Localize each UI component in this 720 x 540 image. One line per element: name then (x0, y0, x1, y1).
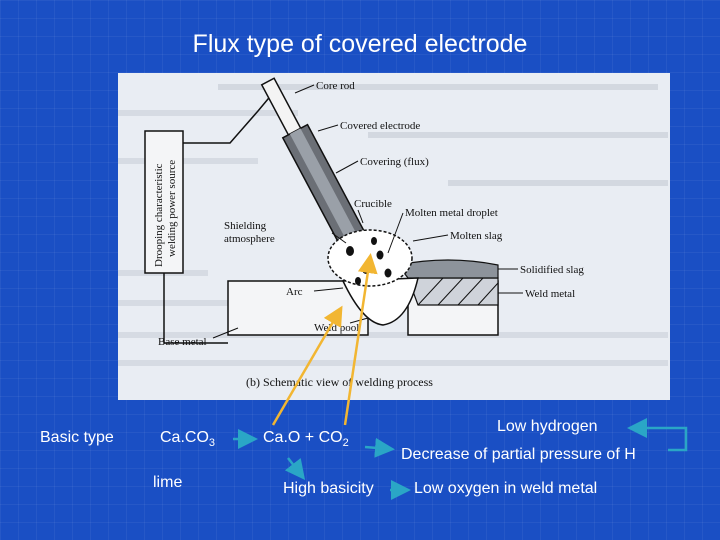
leader-lines (212, 84, 523, 339)
label-solidified-slag: Solidified slag (520, 264, 584, 276)
label-crucible: Crucible (354, 198, 392, 210)
label-shielding-1: Shielding (224, 220, 267, 232)
welding-schematic-figure: Drooping characteristic welding power so… (118, 73, 670, 400)
label-low-hydrogen: Low hydrogen (497, 418, 598, 435)
label-lime: lime (153, 474, 183, 491)
label-basic-type: Basic type (40, 429, 114, 446)
arrow-co2-to-decrease (364, 437, 395, 458)
formula-cao-co2: Ca.O + CO2 (263, 429, 349, 449)
label-molten-slag: Molten slag (450, 230, 503, 242)
arrow-decrease-to-lowhydrogen (627, 418, 688, 452)
label-weld-pool: Weld pool (314, 322, 359, 334)
label-molten-droplet: Molten metal droplet (405, 207, 498, 219)
power-source-label-1: Drooping characteristic (153, 163, 165, 267)
arrow-cao-to-basicity (284, 457, 306, 480)
label-arc: Arc (286, 286, 303, 298)
ground-cable (163, 273, 228, 344)
label-decrease-h: Decrease of partial pressure of H (401, 446, 636, 463)
label-core-rod: Core rod (316, 80, 355, 92)
label-covering: Covering (flux) (360, 156, 429, 168)
welding-schematic-svg: Drooping characteristic welding power so… (118, 77, 668, 389)
slide-title: Flux type of covered electrode (192, 30, 528, 58)
label-high-basicity: High basicity (283, 480, 374, 497)
electrode-cable (183, 92, 274, 144)
label-low-oxygen: Low oxygen in weld metal (414, 480, 598, 497)
label-weld-metal: Weld metal (525, 288, 575, 300)
label-base-metal: Base metal (158, 336, 207, 348)
formula-caco3: Ca.CO3 (160, 429, 216, 449)
solidified-slag (396, 259, 499, 279)
power-source-box (144, 130, 184, 274)
label-shielding-2: atmosphere (224, 233, 275, 245)
label-covered-electrode: Covered electrode (340, 120, 420, 132)
shielding-atmosphere (327, 229, 413, 287)
weld-metal-hatch (407, 277, 499, 306)
power-source-label-2: welding power source (166, 160, 178, 257)
figure-caption: (b) Schematic view of welding process (246, 375, 433, 389)
